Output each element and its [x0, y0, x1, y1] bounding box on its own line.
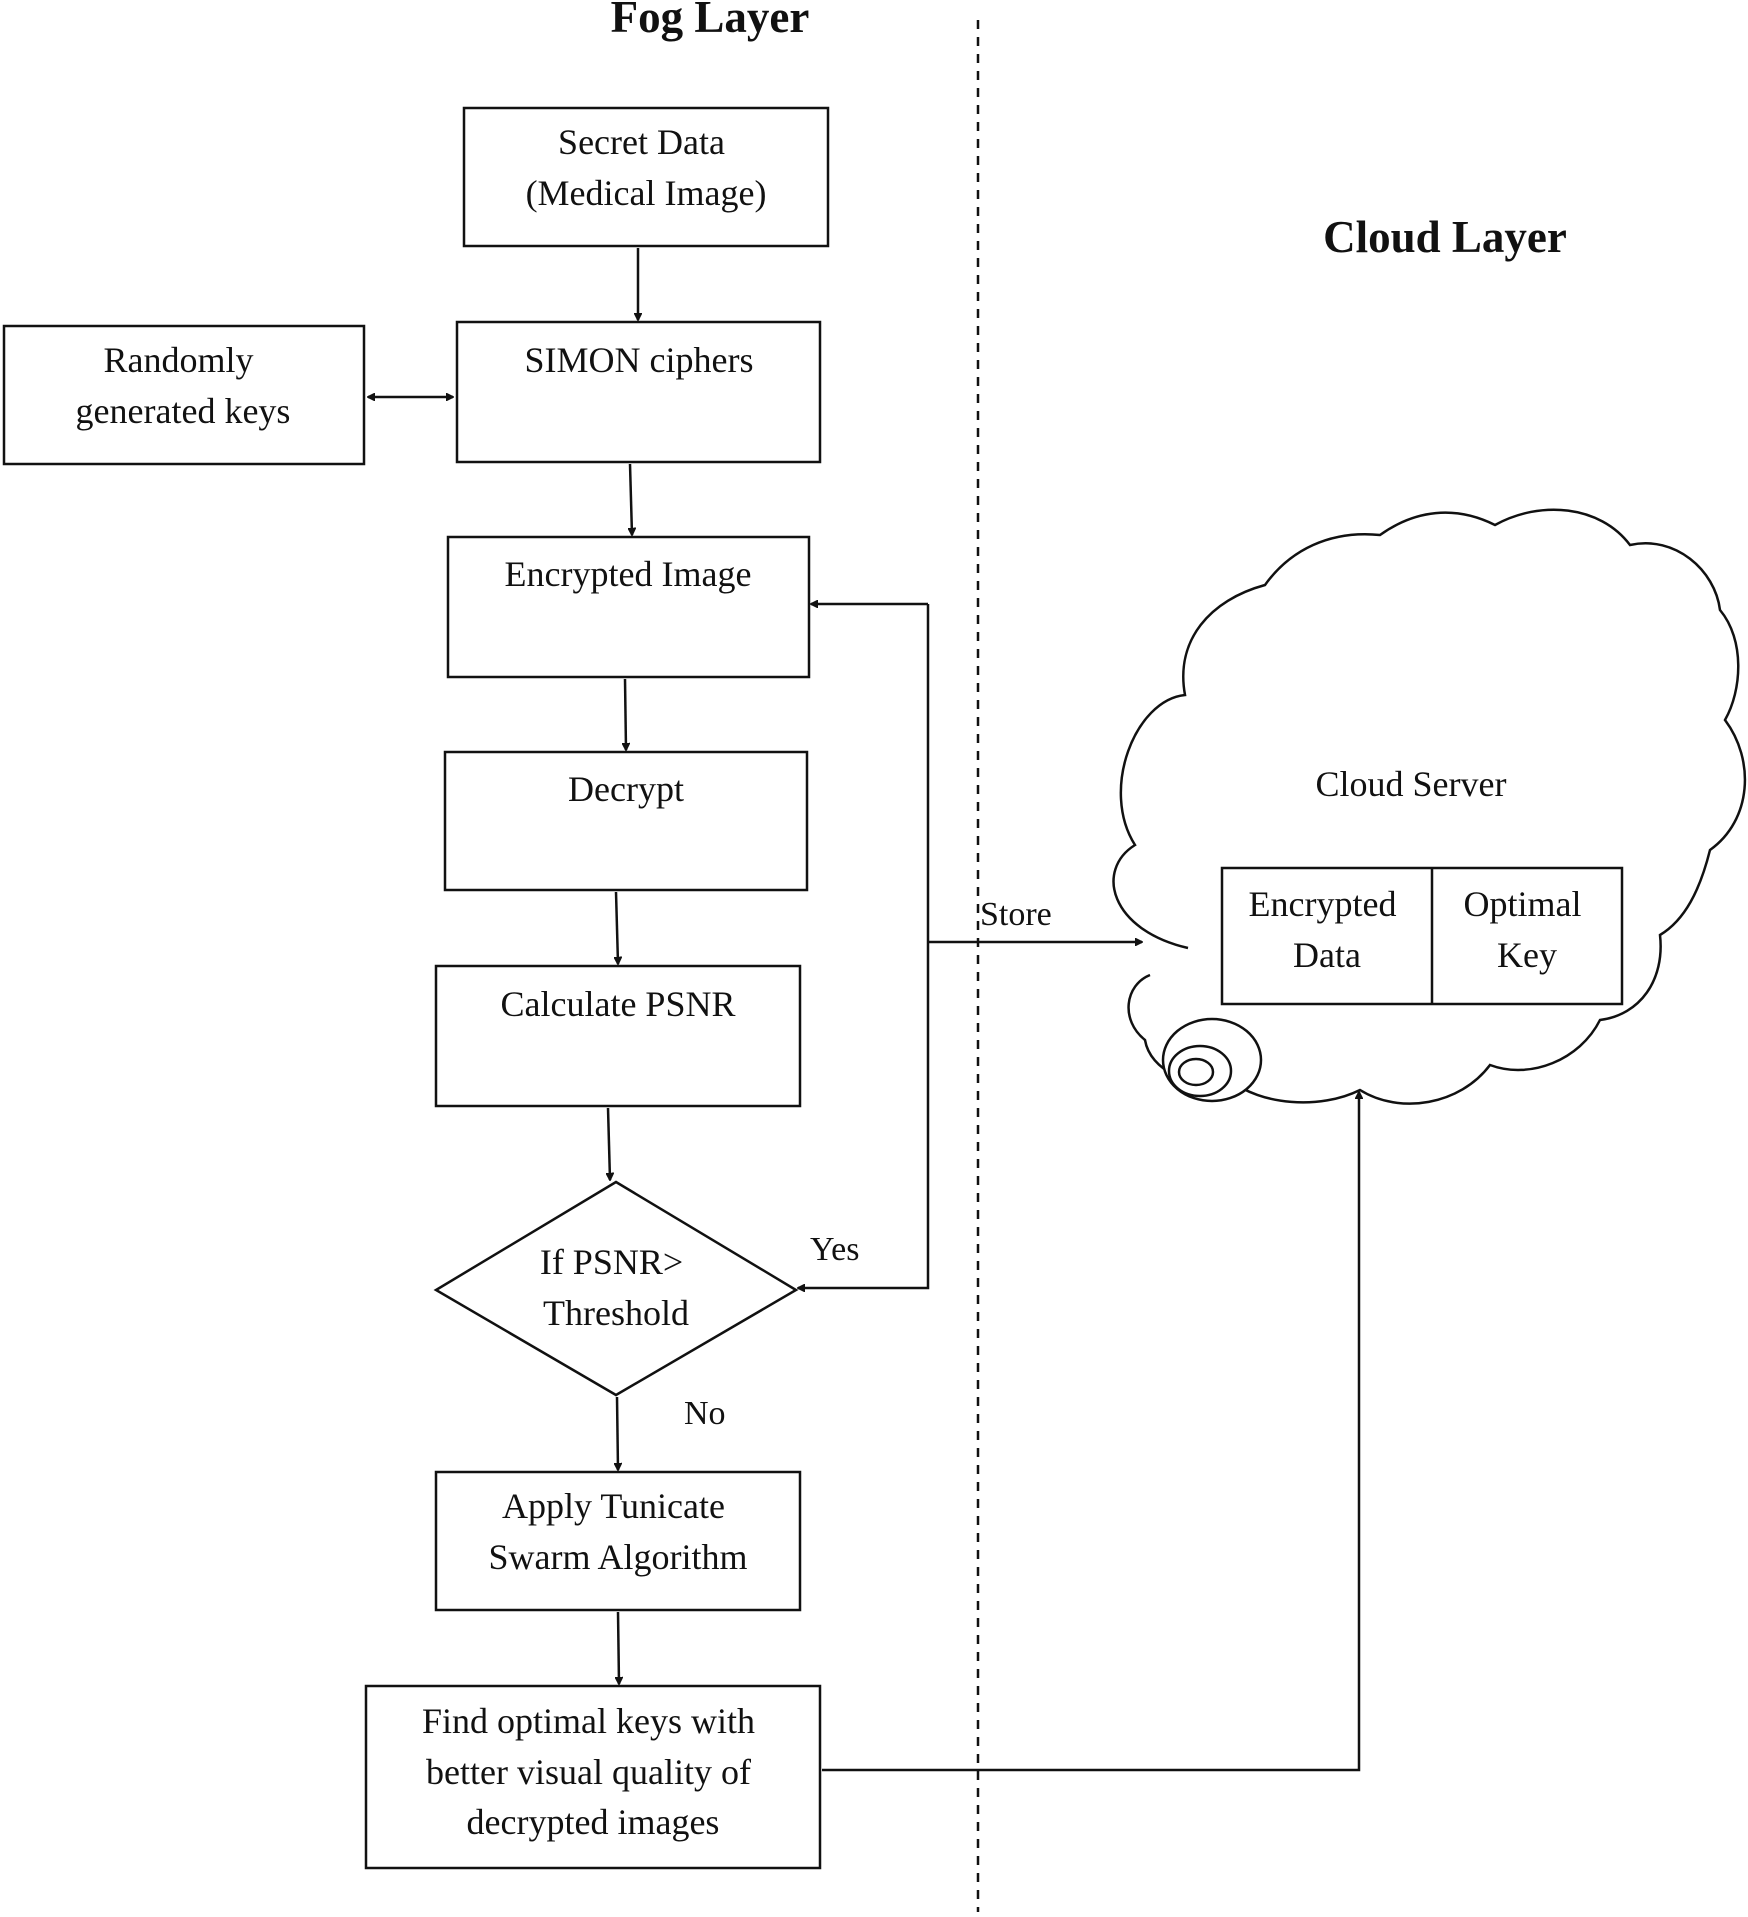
arrow-encrypted-to-decrypt — [625, 678, 626, 750]
cloud-cell-optimal-key: Optimal Key — [1464, 884, 1591, 975]
arrow-simon-to-encrypted — [630, 463, 632, 535]
calculate-psnr-box — [434, 964, 802, 1108]
encrypted-image-box — [446, 535, 811, 679]
secret-data-box — [462, 106, 830, 248]
arrow-decision-to-tunicate — [617, 1396, 618, 1470]
cloud-server-shape — [1112, 508, 1747, 1105]
cloud-storage-table — [1220, 866, 1624, 1006]
optimal-keys-label: Find optimal keys with better visual qua… — [422, 1701, 764, 1842]
tunicate-swarm-label: Apply Tunicate Swarm Algorithm — [489, 1486, 748, 1577]
arrow-optimal-to-cloud — [822, 1092, 1359, 1772]
decrypt-box — [443, 750, 809, 892]
cloud-server-title: Cloud Server — [1316, 764, 1507, 804]
psnr-threshold-decision — [433, 1180, 799, 1397]
secret-data-label: Secret Data (Medical Image) — [526, 122, 767, 213]
arrow-yes-to-decision — [798, 604, 930, 1288]
simon-ciphers-label: SIMON ciphers — [525, 340, 754, 380]
random-keys-box — [2, 324, 366, 466]
fog-layer-heading: Fog Layer — [611, 0, 810, 42]
random-keys-label: Randomly generated keys — [76, 340, 291, 431]
yes-label: Yes — [810, 1231, 859, 1268]
encrypted-image-label: Encrypted Image — [505, 554, 752, 594]
no-label: No — [684, 1395, 726, 1432]
store-label: Store — [980, 896, 1052, 933]
arrow-tunicate-to-optimal — [618, 1611, 619, 1684]
decrypt-label: Decrypt — [568, 769, 684, 809]
cloud-bubble-inner — [1177, 1057, 1215, 1087]
cloud-layer-heading: Cloud Layer — [1323, 212, 1567, 262]
simon-ciphers-box — [455, 320, 822, 464]
decision-label: If PSNR> Threshold — [540, 1242, 692, 1333]
cloud-cell-encrypted-data: Encrypted Data — [1249, 884, 1406, 975]
calculate-psnr-label: Calculate PSNR — [501, 984, 736, 1024]
tunicate-swarm-box — [434, 1470, 802, 1612]
arrow-psnr-to-decision — [608, 1107, 610, 1180]
optimal-keys-box — [364, 1684, 822, 1870]
arrow-decrypt-to-psnr — [616, 891, 618, 964]
